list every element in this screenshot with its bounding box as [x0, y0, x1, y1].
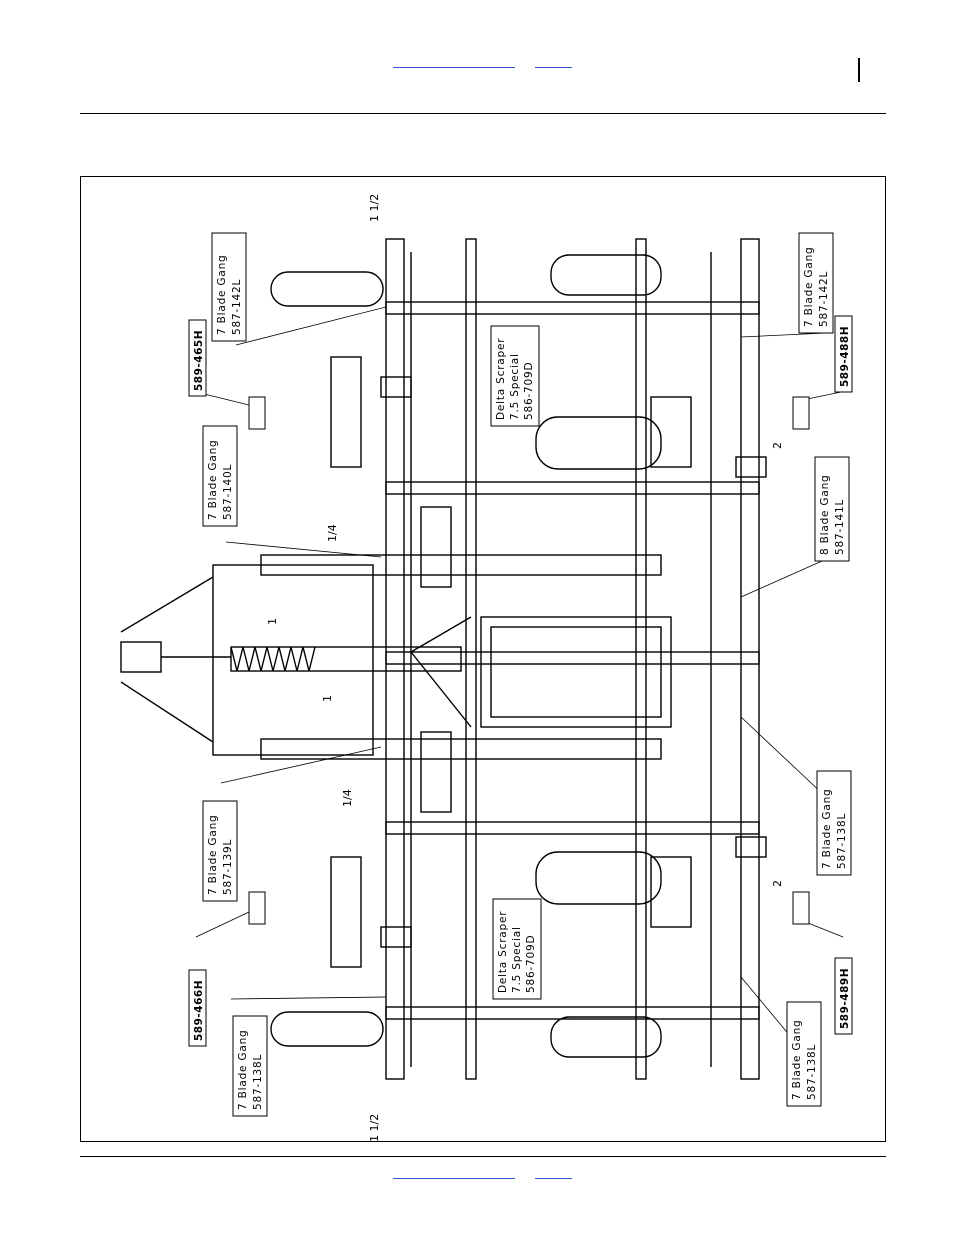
header-rule: [80, 113, 886, 114]
part-489: 589-489H: [839, 968, 851, 1029]
label-gang-141-line2: 587-141L: [834, 499, 846, 555]
dim-top: 1 1/2: [368, 194, 381, 222]
label-scraper-bottom-line1: Delta Scraper: [497, 911, 509, 993]
label-gang-139-line2: 587-139L: [222, 839, 234, 895]
label-box-scraper-bottom: [492, 898, 542, 1000]
dim-one-a: 1: [266, 618, 279, 625]
label-gang-142-right-line2: 587-142L: [818, 271, 830, 327]
dim-two-b: 2: [771, 880, 784, 887]
footer-rule: [80, 1156, 886, 1157]
dim-quarter-a: 1/4: [326, 524, 339, 542]
label-gang-140-line1: 7 Blade Gang: [207, 439, 219, 520]
dim-two-a: 2: [771, 442, 784, 449]
label-gang-139-line1: 7 Blade Gang: [207, 814, 219, 895]
part-box-488: [834, 315, 853, 393]
dim-one-b: 1: [321, 695, 334, 702]
header-vertical-mark: [858, 58, 860, 82]
label-box-gang-138-br: [786, 1001, 822, 1107]
header-link-b[interactable]: [535, 67, 572, 68]
label-scraper-top-line3: 586-709D: [523, 362, 535, 420]
label-box-scraper-top: [490, 325, 540, 427]
label-scraper-bottom-line3: 586-709D: [525, 935, 537, 993]
label-gang-138-br-line1: 7 Blade Gang: [791, 1019, 803, 1100]
label-gang-138-bl-line1: 7 Blade Gang: [237, 1029, 249, 1110]
footer-link-a[interactable]: [393, 1178, 515, 1179]
label-scraper-bottom-line2: 7.5 Special: [511, 926, 523, 993]
part-465: 589-465H: [193, 330, 205, 391]
label-box-gang-139: [202, 800, 238, 902]
label-scraper-top-line1: Delta Scraper: [495, 338, 507, 420]
part-box-466: [188, 969, 207, 1047]
footer-link-b[interactable]: [535, 1178, 572, 1179]
label-gang-140-line2: 587-140L: [222, 464, 234, 520]
label-gang-138-br-line2: 587-138L: [806, 1044, 818, 1100]
label-gang-142-top-line1: 7 Blade Gang: [216, 254, 228, 335]
label-box-gang-141: [814, 456, 850, 562]
dim-quarter-b: 1/4: [341, 789, 354, 807]
part-488: 589-488H: [839, 326, 851, 387]
label-box-gang-142-right: [798, 232, 834, 334]
dim-bottom: 1 1/2: [368, 1114, 381, 1141]
label-box-gang-138-right: [816, 770, 852, 876]
part-466: 589-466H: [193, 980, 205, 1041]
part-box-465: [188, 319, 207, 397]
part-box-489: [834, 957, 853, 1035]
label-gang-141-line1: 8 Blade Gang: [819, 474, 831, 555]
label-gang-138-bl-line2: 587-138L: [252, 1054, 264, 1110]
label-box-gang-138-bl: [232, 1015, 268, 1117]
label-gang-138-right-line1: 7 Blade Gang: [821, 788, 833, 869]
header-link-a[interactable]: [393, 67, 515, 68]
label-box-gang-142-top: [211, 232, 247, 342]
label-gang-142-right-line1: 7 Blade Gang: [803, 246, 815, 327]
label-gang-142-top-line2: 587-142L: [231, 279, 243, 335]
drawing-frame: 7 Blade Gang 587-142L 7 Blade Gang 587-1…: [80, 176, 886, 1142]
label-scraper-top-line2: 7.5 Special: [509, 353, 521, 420]
label-box-gang-140: [202, 425, 238, 527]
label-gang-138-right-line2: 587-138L: [836, 813, 848, 869]
implement-drawing: 7 Blade Gang 587-142L 7 Blade Gang 587-1…: [120, 194, 853, 1142]
